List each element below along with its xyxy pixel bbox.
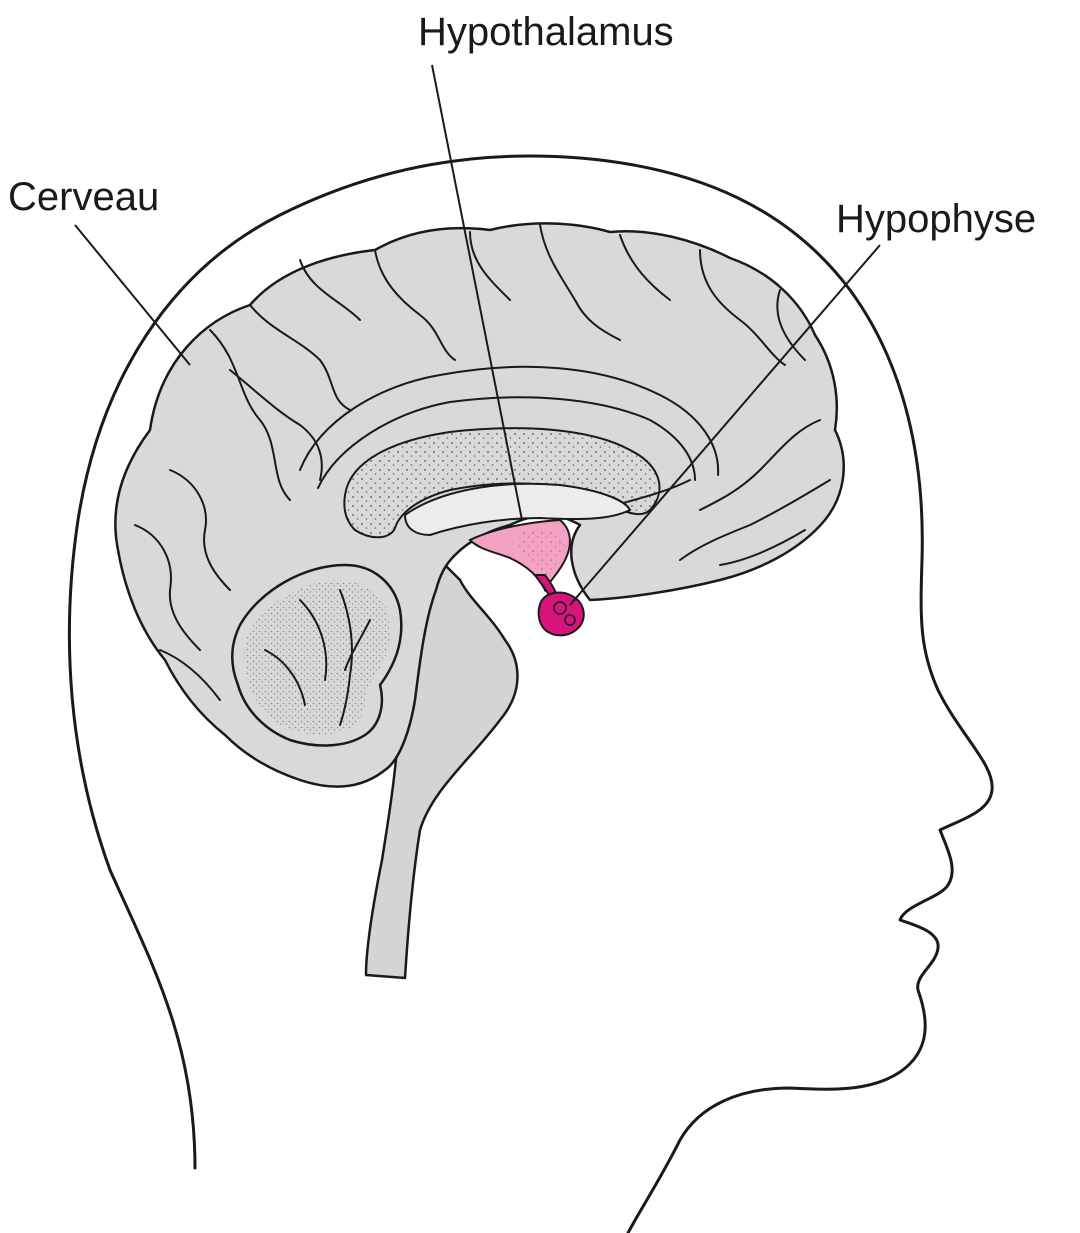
pituitary-label: Hypophyse xyxy=(836,197,1036,241)
hypothalamus-icon xyxy=(468,518,571,593)
hypothalamus-label: Hypothalamus xyxy=(418,10,674,54)
brain-label: Cerveau xyxy=(8,175,159,219)
hypothalamus-leader-line xyxy=(431,64,523,521)
pituitary-leader-line xyxy=(569,244,881,606)
pituitary-gland-icon xyxy=(533,574,585,637)
head-profile-icon xyxy=(67,154,994,1233)
brain-leader-line xyxy=(74,224,191,366)
cerebellum-icon xyxy=(231,563,403,747)
